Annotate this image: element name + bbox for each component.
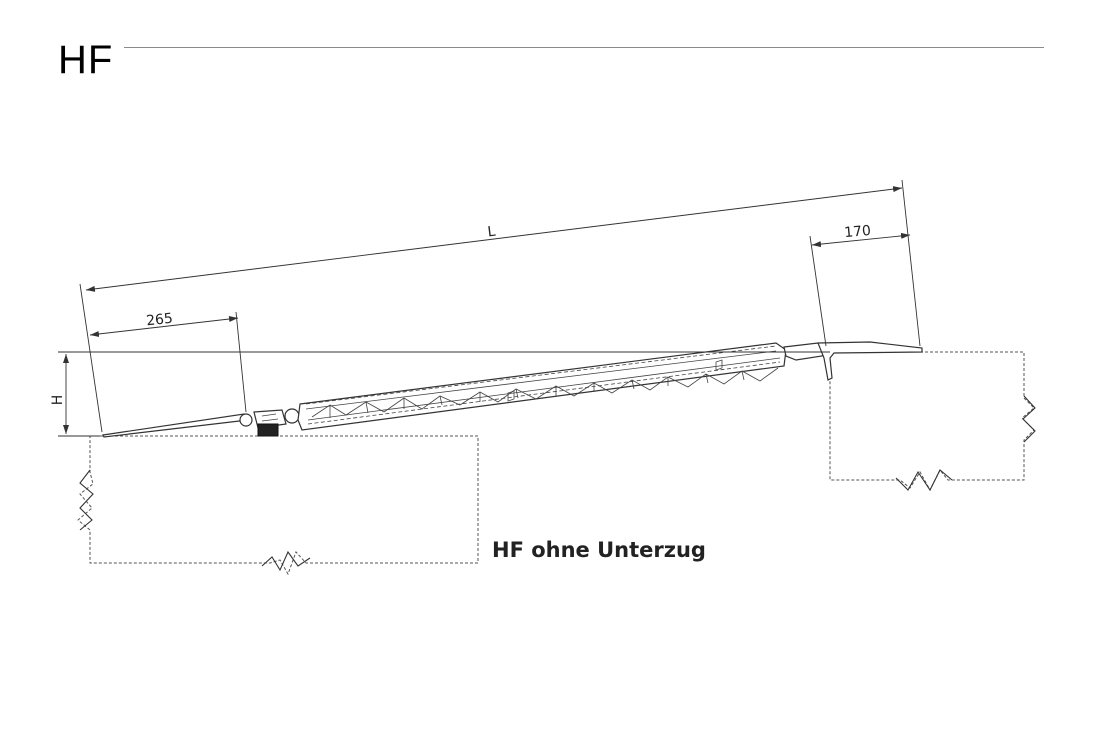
ramp-hinge: [239, 408, 300, 437]
ramp-main-body: [297, 342, 787, 431]
right-concrete-slab: [829, 351, 1036, 492]
dimension-l-label: L: [487, 224, 497, 241]
dimension-left-lip: 265: [89, 311, 247, 413]
dimension-l: L: [79, 179, 921, 433]
page-title: HF: [58, 38, 114, 82]
dimension-h: H: [50, 354, 69, 434]
title-divider: [124, 47, 1044, 48]
ramp-left-lip: [102, 413, 250, 438]
drawing-caption: HF ohne Unterzug: [492, 538, 706, 562]
ramp-right-lip: [783, 341, 923, 381]
left-concrete-slab: [77, 435, 479, 576]
dimension-h-label: H: [50, 395, 66, 406]
dimension-170-label: 170: [844, 223, 872, 241]
dimension-265-label: 265: [145, 311, 173, 330]
dimension-right-lip: 170: [809, 223, 911, 347]
